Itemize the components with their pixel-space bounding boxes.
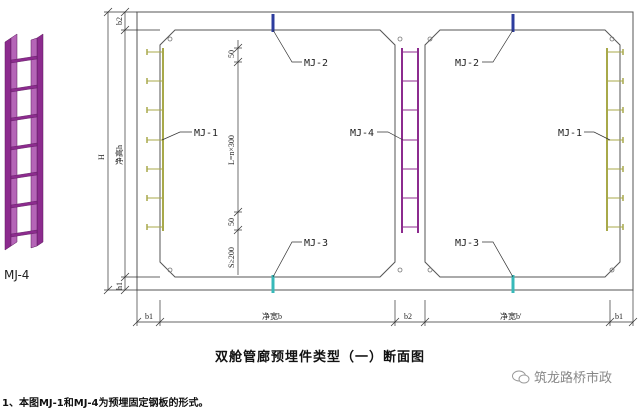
mj4-iso-rung: [10, 84, 38, 93]
dim-b2-bottom: b2: [404, 312, 412, 321]
label-mj2-left: MJ-2: [304, 58, 328, 69]
dim-50-bot: 50: [227, 218, 236, 226]
label-mj4: MJ-4: [350, 128, 374, 139]
label-mj1-left: MJ-1: [194, 128, 218, 139]
mj4-iso-label: MJ-4: [4, 268, 30, 282]
dim-left: [103, 7, 160, 295]
watermark: 筑龙路桥市政: [512, 367, 612, 386]
note-text: 1、本图MJ-1和MJ-4为预埋固定钢板的形式。: [2, 398, 209, 409]
dim-b-left: 净宽b: [262, 311, 282, 321]
mj4-ladder: [401, 48, 419, 233]
left-chamber: [159, 29, 396, 278]
dim-H: H: [97, 154, 106, 160]
wechat-icon: [512, 370, 530, 383]
label-mj3-right: MJ-3: [455, 238, 479, 249]
leader-lines: [161, 29, 611, 278]
dim-bottom: [132, 290, 638, 327]
label-mj2-right: MJ-2: [455, 58, 479, 69]
mj4-iso-rung: [10, 171, 38, 180]
label-mj1-right: MJ-1: [558, 128, 582, 139]
mj4-iso-rail-left: [4, 37, 12, 251]
watermark-text: 筑龙路桥市政: [534, 371, 613, 386]
mj4-isometric: [4, 33, 44, 251]
mj4-iso-rung: [10, 142, 38, 151]
dim-L: L=n×300: [227, 135, 236, 165]
dim-b1-right: b1: [615, 312, 623, 321]
mj4-iso-rail-left-face: [10, 33, 18, 247]
dim-h: 净高h: [114, 145, 124, 165]
mj4-iso-rung: [10, 113, 38, 122]
mj4-iso-rung: [10, 200, 38, 209]
mj4-iso-rung: [10, 229, 38, 238]
mj4-iso-rail-right-face: [30, 37, 38, 249]
mj4-iso-rung: [10, 55, 38, 64]
corner-marks: [167, 36, 615, 273]
drawing-title: 双舱管廊预埋件类型（一）断面图: [214, 350, 425, 365]
mj1-left-plates: [146, 48, 164, 231]
dim-b-right: 净宽b': [500, 311, 522, 321]
mj4-iso-rail-right: [36, 33, 44, 247]
dim-50-top: 50: [227, 50, 236, 58]
culvert-outline: [136, 11, 634, 291]
mj1-right-plates: [606, 48, 624, 231]
dim-b1-left: b1: [145, 312, 153, 321]
dim-h1: h1: [115, 282, 124, 290]
dim-inner: [233, 40, 243, 275]
label-mj3-left: MJ-3: [304, 238, 328, 249]
section-drawing: MJ-1 MJ-2 MJ-3 MJ-4 MJ-2 MJ-3 MJ-1 H 净高h…: [4, 7, 638, 327]
dim-b2-top: b2: [115, 17, 124, 25]
dim-s: S≥200: [227, 247, 236, 268]
right-chamber: [424, 29, 621, 278]
